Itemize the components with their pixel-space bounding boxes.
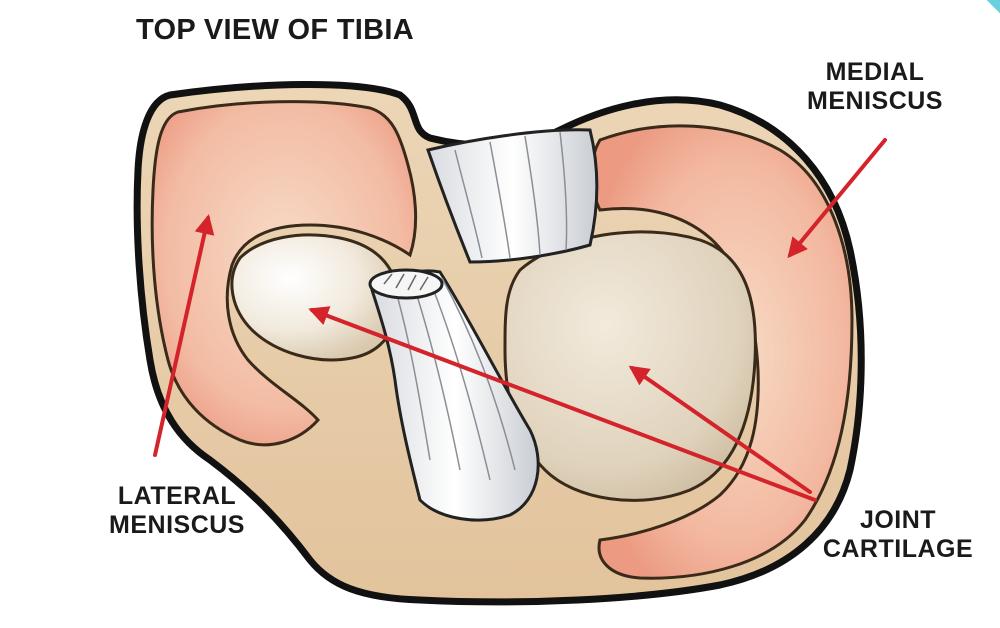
ligament-cap [368, 268, 444, 300]
arrow-medial-cartilage [628, 365, 812, 494]
medial-meniscus [590, 124, 854, 580]
diagram-title: TOP VIEW OF TIBIA [136, 14, 414, 46]
corner-accent [978, 0, 1000, 22]
lateral-meniscus-label-line2: MENISCUS [109, 510, 245, 539]
joint-cartilage-label: JOINT CARTILAGE [808, 506, 988, 564]
ligament-fibers-top [454, 131, 568, 259]
lateral-meniscus-label: LATERAL MENISCUS [92, 482, 262, 540]
arrow-lateral-meniscus [153, 214, 215, 457]
posterior-cruciate-ligament [426, 128, 599, 264]
medial-meniscus-label-line1: MEDIAL [825, 58, 925, 86]
medial-meniscus-label-line2: MENISCUS [807, 86, 943, 115]
arrow-medial-meniscus [787, 138, 887, 259]
arrows [153, 138, 887, 502]
ligament-cap-fibers [383, 273, 429, 291]
anterior-cruciate-ligament [370, 269, 540, 522]
lateral-meniscus [150, 100, 418, 447]
arrow-lateral-cartilage [308, 306, 817, 502]
medial-meniscus-label: MEDIAL MENISCUS [790, 58, 960, 116]
joint-cartilage-label-line1: JOINT [859, 506, 937, 534]
medial-cartilage [503, 230, 757, 502]
joint-cartilage-label-line2: CARTILAGE [822, 534, 974, 563]
lateral-meniscus-label-line1: LATERAL [117, 482, 237, 510]
